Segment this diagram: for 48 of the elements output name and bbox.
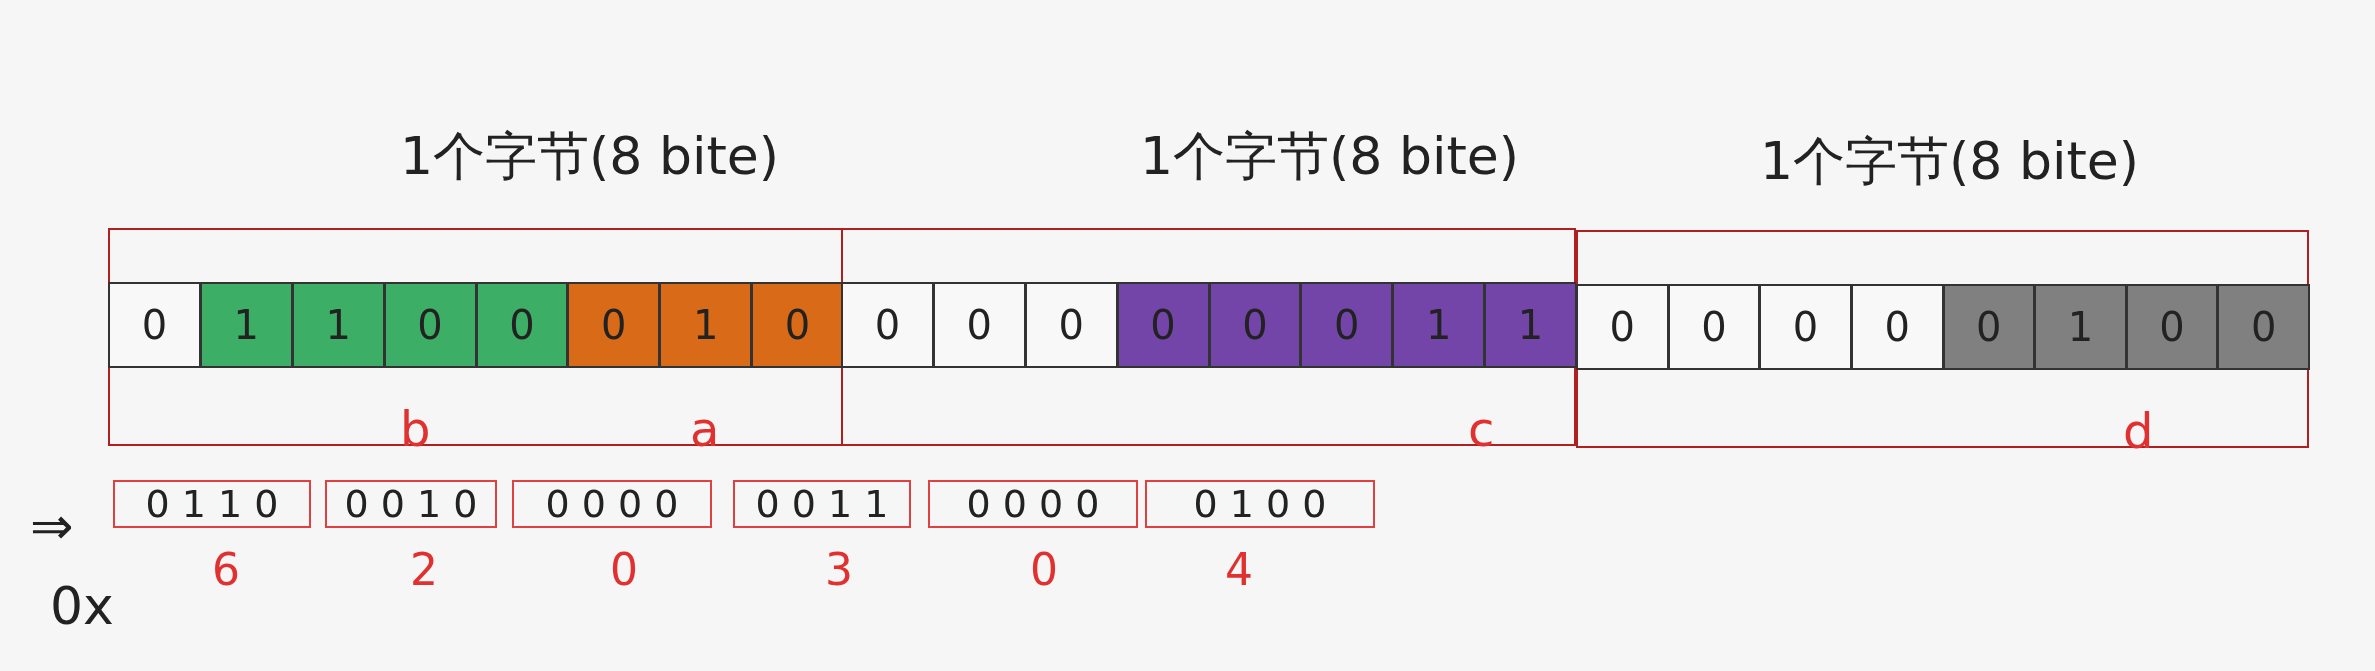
- field-letter: a: [690, 405, 720, 453]
- byte-heading: 1个字节(8 bite): [1140, 130, 1520, 182]
- bit-cell: 0: [383, 282, 477, 368]
- hex-digit: 4: [1225, 548, 1253, 592]
- bit-cell: 0: [1116, 282, 1210, 368]
- nibble-group: 0 0 0 0: [928, 480, 1138, 528]
- bit-cell: 0: [475, 282, 569, 368]
- bit-cell: 0: [1576, 284, 1669, 370]
- hex-digit: 0: [610, 548, 638, 592]
- nibble-group: 0 1 1 0: [113, 480, 311, 528]
- bit-cell: 0: [1024, 282, 1118, 368]
- bit-cell: 0: [1850, 284, 1944, 370]
- nibble-group: 0 0 1 1: [733, 480, 911, 528]
- byte-box: [108, 228, 843, 446]
- bit-cell: 0: [1759, 284, 1852, 370]
- byte-box: [1576, 230, 2309, 448]
- field-letter: c: [1468, 405, 1495, 453]
- bit-cell: 1: [2034, 284, 2127, 370]
- bit-cell: 0: [751, 282, 844, 368]
- bit-cell: 1: [199, 282, 293, 368]
- bit-cell: 0: [841, 282, 934, 368]
- nibble-group: 0 1 0 0: [1145, 480, 1375, 528]
- bit-cell: 0: [567, 282, 661, 368]
- bit-cell: 1: [291, 282, 385, 368]
- bit-cell: 1: [1484, 282, 1577, 368]
- hex-digit: 0: [1030, 548, 1058, 592]
- bit-cell: 0: [932, 282, 1026, 368]
- nibble-group: 0 0 0 0: [512, 480, 712, 528]
- byte-heading: 1个字节(8 bite): [400, 130, 780, 182]
- byte-heading: 1个字节(8 bite): [1760, 135, 2140, 187]
- bit-cell: 0: [2125, 284, 2219, 370]
- hex-digit: 3: [825, 548, 853, 592]
- bit-cell: 0: [2217, 284, 2310, 370]
- bit-cell: 0: [1300, 282, 1394, 368]
- bit-cell: 0: [1942, 284, 2036, 370]
- field-letter: b: [400, 405, 431, 453]
- hex-digit: 2: [410, 548, 438, 592]
- bit-cell: 0: [1667, 284, 1761, 370]
- bit-cell: 1: [1392, 282, 1486, 368]
- hex-digit: 6: [212, 548, 240, 592]
- bit-cell: 0: [108, 282, 201, 368]
- bit-cell: 0: [1208, 282, 1302, 368]
- implies-arrow: ⇒: [30, 500, 74, 552]
- bit-cell: 1: [659, 282, 753, 368]
- field-letter: d: [2123, 407, 2154, 455]
- hex-prefix: 0x: [50, 580, 114, 632]
- nibble-group: 0 0 1 0: [325, 480, 497, 528]
- byte-box: [841, 228, 1576, 446]
